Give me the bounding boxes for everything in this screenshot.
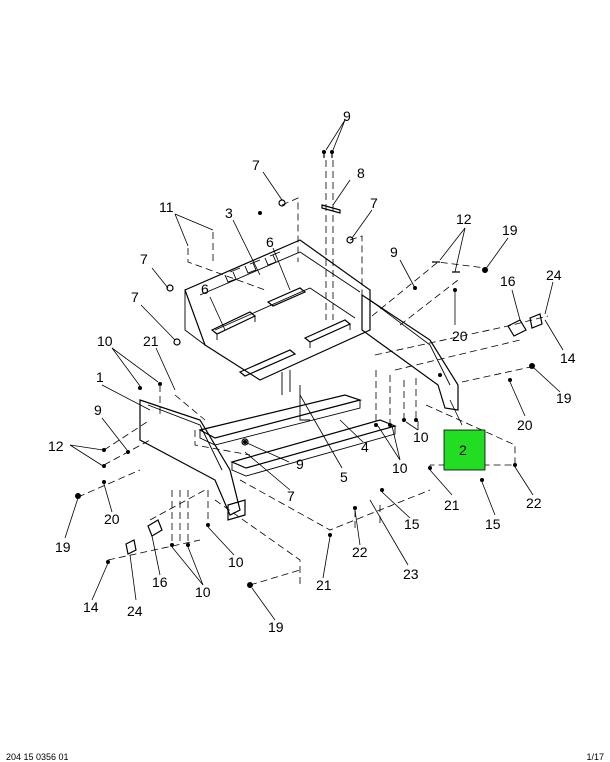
callout-15: 15: [404, 516, 420, 532]
callout-9: 9: [343, 108, 351, 124]
footer-document-id: 204 15 0356 01: [6, 752, 69, 762]
callout-3: 3: [225, 205, 233, 221]
callout-19: 19: [268, 619, 284, 635]
callout-10: 10: [413, 429, 429, 445]
callout-22: 22: [352, 544, 368, 560]
callout-1: 1: [96, 369, 104, 385]
callout-6: 6: [201, 281, 209, 297]
callout-4: 4: [361, 439, 369, 455]
callout-11: 11: [159, 199, 174, 215]
highlight-box-part-2[interactable]: [443, 429, 486, 471]
callout-10: 10: [97, 333, 113, 349]
callout-7: 7: [370, 195, 378, 211]
callout-14: 14: [560, 350, 576, 366]
callout-6: 6: [266, 234, 274, 250]
leader-lines: [64, 119, 564, 621]
callout-21: 21: [444, 497, 460, 513]
callout-16: 16: [500, 273, 516, 289]
callout-5: 5: [340, 469, 348, 485]
callout-20: 20: [517, 417, 533, 433]
callout-labels: 9 8 7 11 3 7 6 12 19 9 7 24 16 7 6 20 14…: [48, 108, 576, 635]
callout-19: 19: [556, 390, 572, 406]
highlight-label-part-2: 2: [459, 442, 467, 458]
callout-8: 8: [357, 165, 365, 181]
callout-24: 24: [546, 267, 562, 283]
callout-20: 20: [104, 511, 120, 527]
callout-9: 9: [390, 244, 398, 260]
callout-12: 12: [48, 438, 64, 454]
callout-10: 10: [228, 554, 244, 570]
callout-10: 10: [392, 460, 408, 476]
callout-19: 19: [55, 539, 71, 555]
callout-20: 20: [452, 328, 468, 344]
callout-24: 24: [127, 603, 143, 619]
callout-7: 7: [287, 488, 295, 504]
callout-9: 9: [94, 402, 102, 418]
callout-22: 22: [526, 495, 542, 511]
callout-15: 15: [485, 516, 501, 532]
callout-12: 12: [456, 211, 472, 227]
callout-14: 14: [83, 599, 99, 615]
callout-7: 7: [252, 157, 260, 173]
callout-21: 21: [316, 577, 332, 593]
assembly-dashed-lines: [77, 160, 549, 586]
callout-19: 19: [502, 222, 518, 238]
highlighted-part-2[interactable]: 2: [443, 429, 486, 471]
callout-16: 16: [152, 574, 168, 590]
callout-7: 7: [131, 289, 139, 305]
callout-7: 7: [140, 251, 148, 267]
callout-9: 9: [296, 456, 304, 472]
callout-10: 10: [195, 584, 211, 600]
footer-page-number: 1/17: [586, 752, 604, 762]
callout-23: 23: [403, 566, 419, 582]
fasteners: [75, 150, 535, 588]
frame-parts: [125, 204, 543, 555]
callout-21: 21: [143, 333, 159, 349]
